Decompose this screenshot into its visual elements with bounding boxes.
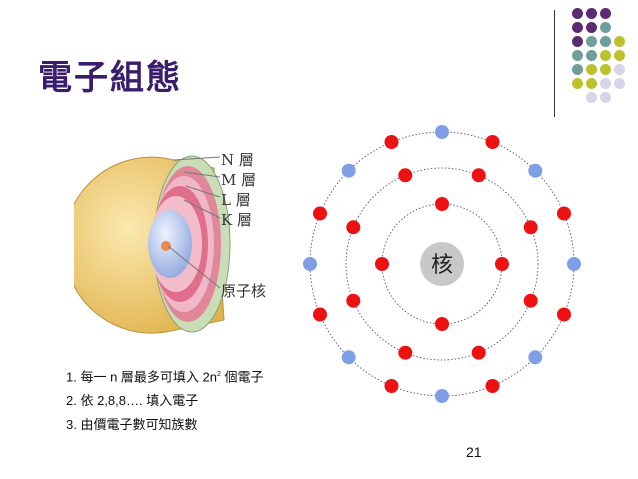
note-item-3: 3. 由價電子數可知族數 — [66, 417, 198, 433]
decor-dot — [586, 36, 597, 47]
electron-m-shell — [471, 345, 486, 360]
decor-dot — [586, 8, 597, 19]
nucleus-dot — [161, 241, 171, 251]
decor-dot — [572, 36, 583, 47]
electron-outer-shell — [341, 350, 356, 365]
electron-outer-shell — [313, 206, 327, 221]
electron-outer-shell — [528, 163, 543, 178]
decor-dot — [614, 50, 625, 61]
orbit-ring-2 — [345, 167, 539, 361]
decor-dot — [614, 36, 625, 47]
decor-dot — [600, 64, 611, 75]
decor-dot — [572, 50, 583, 61]
electron-outer-shell — [384, 379, 399, 393]
note-1-suffix: 個電子 — [220, 369, 264, 385]
electron-outer-shell — [341, 163, 356, 178]
electron-orbit-diagram: 核 — [303, 125, 581, 403]
electron-outer-shell — [528, 350, 543, 365]
note-item-1: 1. 每一 n 層最多可填入 2n2 個電子 — [66, 366, 306, 385]
electron-m-shell — [523, 220, 538, 235]
slide-title: 電子組態 — [38, 58, 182, 98]
electron-k-l-inner — [495, 257, 509, 271]
shell-label-k: K 層 — [221, 211, 252, 229]
electron-m-shell — [346, 293, 361, 308]
electron-m-shell — [398, 345, 413, 360]
electron-m-shell — [346, 220, 361, 235]
electron-outer-shell — [303, 257, 317, 271]
shell-label-l: L 層 — [221, 191, 251, 209]
decor-divider-line — [554, 10, 555, 117]
electron-outer-shell — [485, 135, 500, 149]
electron-m-shell — [398, 168, 413, 183]
electron-m-shell — [471, 168, 486, 183]
decor-dot — [600, 50, 611, 61]
decor-dot — [600, 8, 611, 19]
electron-outer-shell — [435, 389, 449, 403]
nucleus-text: 核 — [431, 253, 453, 278]
note-1-superscript: 2 — [216, 371, 221, 378]
decor-dot — [600, 22, 611, 33]
electron-m-shell — [523, 293, 538, 308]
electron-outer-shell — [567, 257, 581, 271]
electron-outer-shell — [384, 135, 399, 149]
note-1-text: 1. 每一 n 層最多可填入 2n — [66, 369, 217, 385]
decor-dot — [572, 22, 583, 33]
decor-dot — [586, 92, 597, 103]
nucleus-circle — [420, 242, 464, 286]
decor-dot — [600, 92, 611, 103]
note-item-2: 2. 依 2,8,8…. 填入電子 — [66, 393, 199, 409]
atom-shell-cutaway-diagram — [74, 155, 231, 334]
electron-outer-shell — [557, 206, 571, 221]
electron-k-l-inner — [435, 317, 449, 331]
electron-outer-shell — [485, 379, 500, 393]
electron-k-l-inner — [375, 257, 389, 271]
shell-label-m: M 層 — [221, 171, 257, 189]
decor-dot — [586, 64, 597, 75]
decor-dot — [600, 36, 611, 47]
decor-dot — [600, 78, 611, 89]
decor-dot — [586, 50, 597, 61]
page-number: 21 — [466, 444, 482, 460]
decor-dot — [572, 8, 583, 19]
decor-dot — [572, 78, 583, 89]
nucleus-label-left: 原子核 — [221, 282, 267, 300]
notes-list: 1. 每一 n 層最多可填入 2n2 個電子 2. 依 2,8,8…. 填入電子… — [66, 366, 306, 440]
decor-dot — [586, 22, 597, 33]
electron-k-l-inner — [435, 197, 449, 211]
decor-dot — [586, 78, 597, 89]
electron-outer-shell — [557, 307, 571, 322]
decor-dot — [614, 64, 625, 75]
shell-label-n: N 層 — [221, 151, 254, 169]
electron-outer-shell — [313, 307, 327, 322]
decor-dot — [572, 64, 583, 75]
decor-dot — [614, 78, 625, 89]
electron-outer-shell — [435, 125, 449, 139]
